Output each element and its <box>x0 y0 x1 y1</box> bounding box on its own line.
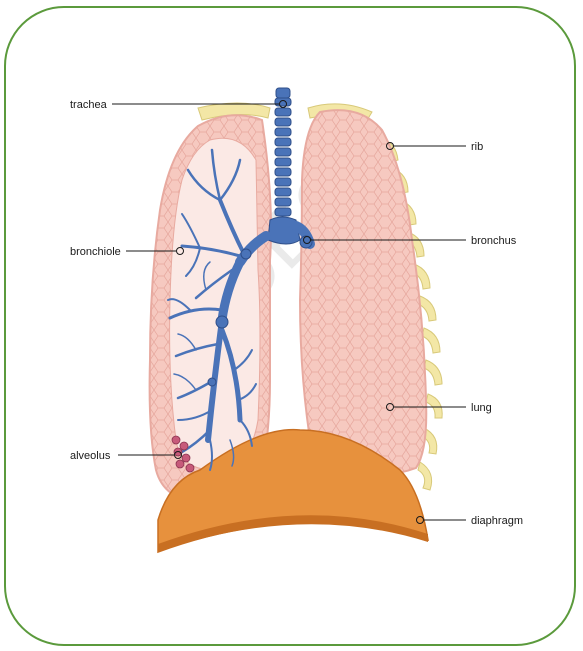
right-lung <box>300 110 426 475</box>
rib-11 <box>418 462 432 490</box>
rib-9 <box>426 394 442 418</box>
label-trachea: trachea <box>70 99 108 111</box>
label-rib: rib <box>471 141 483 153</box>
rib-8 <box>424 360 442 385</box>
label-diaphragm: diaphragm <box>471 515 523 527</box>
label-bronchus: bronchus <box>471 235 517 247</box>
label-bronchiole: bronchiole <box>70 246 121 258</box>
label-lung: lung <box>471 402 492 414</box>
label-alveolus: alveolus <box>70 450 111 462</box>
